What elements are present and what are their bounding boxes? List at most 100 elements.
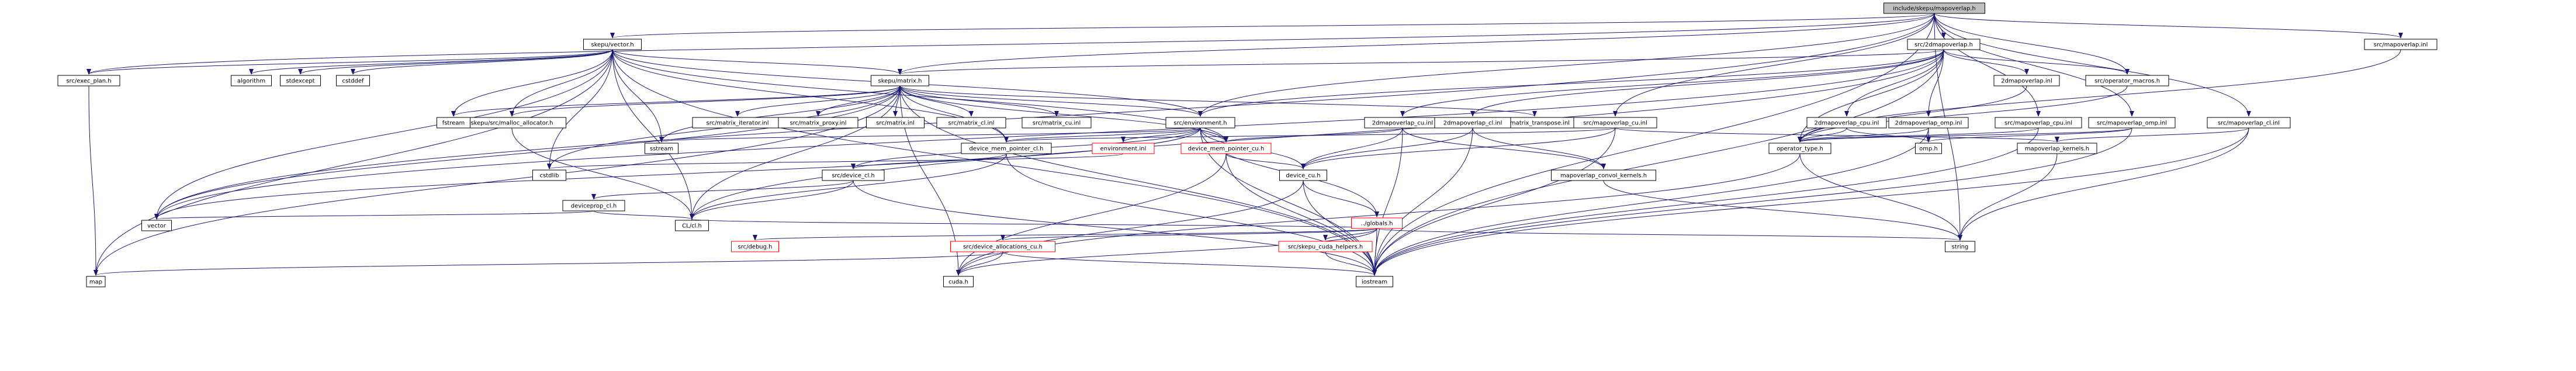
node-matrixinl[interactable]: src/matrix.inl [866,117,925,129]
edge-devallocs-to-cudah [956,251,1003,276]
node-d2cuinl[interactable]: 2dmapoverlap_cu.inl [1364,117,1441,129]
node-label: src/mapoverlap_cpu.inl [2004,120,2072,127]
edge-mallocalloc-to-clcl [511,127,694,220]
edge-mocpuinl-to-iostream [1372,127,2039,276]
node-root[interactable]: include/skepu/mapoverlap.h [1883,2,1985,14]
node-mocpuinl[interactable]: src/mapoverlap_cpu.inl [1995,117,2082,129]
node-mocuinl[interactable]: src/mapoverlap_cu.inl [1573,117,1657,129]
node-mallocalloc[interactable]: skepu/src/malloc_allocator.h [458,117,566,129]
edge-d2clinl-to-devicecu [1301,127,1473,169]
node-label: src/matrix_iterator.inl [707,120,769,127]
edge-devicepropcl-to-clcl [593,210,694,220]
node-srcdevicecl[interactable]: src/device_cl.h [822,169,885,181]
node-iostream[interactable]: iostream [1356,276,1393,287]
edge-skepumatrix-to-matrixtranspose [899,85,1537,117]
node-label: operator_type.h [1777,146,1823,152]
node-cstddef[interactable]: cstddef [336,75,370,86]
node-label: src/matrix_transpose.inl [1500,120,1570,127]
edge-root-to-mocpuinl [1934,13,2041,117]
edge-skepuvector-to-mallocalloc [510,49,613,117]
edge-devicepropcl-to-vector [155,210,594,220]
node-map[interactable]: map [86,276,106,287]
node-devmemptrcu[interactable]: device_mem_pointer_cu.h [1180,143,1272,154]
edge-devmemptrcl-to-iostream [1006,153,1377,276]
node-box [1806,117,1887,129]
node-s2dmapoverlap[interactable]: src/2dmapoverlap.h [1907,39,1981,50]
edge-root-to-execplan [86,13,1935,75]
edge-devmemptrcu-to-cudah [956,153,1227,276]
node-box [943,276,974,287]
node-skepuvector[interactable]: skepu/vector.h [583,39,642,50]
node-box [1993,75,2060,86]
node-sstream[interactable]: sstream [645,143,678,154]
node-fstream[interactable]: fstream [437,117,470,129]
node-label: environment.inl [1100,146,1147,152]
node-devmemptrcl[interactable]: device_mem_pointer_cl.h [961,143,1052,154]
node-label: map [89,279,102,286]
node-box [871,75,929,86]
node-cstdlib[interactable]: cstdlib [532,169,566,181]
node-string[interactable]: string [1945,241,1975,252]
node-devicecu[interactable]: device_cu.h [1279,169,1327,181]
node-matrixclinl[interactable]: src/matrix_cl.inl [936,117,1006,129]
node-execplan[interactable]: src/exec_plan.h [57,75,120,86]
node-cudah[interactable]: cuda.h [943,276,974,287]
edge-srcdevicecl-to-iostream [853,180,1377,276]
node-d2mapoverlapinl[interactable]: 2dmapoverlap.inl [1993,75,2060,86]
node-vector[interactable]: vector [141,220,172,231]
edge-root-to-mocuinl [1613,13,1935,117]
node-box [583,39,642,50]
node-box [778,117,858,129]
node-environmentinl[interactable]: environment.inl [1092,143,1155,154]
node-devallocs[interactable]: src/device_allocations_cu.h [950,241,1055,252]
edge-s2dmapoverlap-to-d2mapoverlapinl [1943,49,2029,75]
edge-devallocs-to-iostream [1002,251,1377,276]
node-srcdebug[interactable]: src/debug.h [731,241,779,252]
node-srcmapoverlapinl[interactable]: src/mapoverlap.inl [2364,39,2437,50]
node-d2clinl[interactable]: 2dmapoverlap_cl.inl [1434,117,1511,129]
node-clcl[interactable]: CL/cl.h [675,220,709,231]
edge-skepumatrix-to-vector [154,85,901,220]
edge-operatortype-to-string [1799,153,1962,241]
node-mokernels[interactable]: mapoverlap_kernels.h [2017,143,2097,154]
node-algorithm[interactable]: algorithm [231,75,272,86]
edge-d2cpuinl-to-omph [1846,127,1931,143]
node-box [86,276,106,287]
node-box [231,75,272,86]
node-globals[interactable]: ../globals.h [1351,217,1403,229]
edge-moompinl-to-iostream [1372,127,2132,276]
node-devicepropcl[interactable]: deviceprop_cl.h [562,200,625,211]
node-operatortype[interactable]: operator_type.h [1768,143,1831,154]
node-label: src/2dmapoverlap.h [1914,42,1973,48]
node-matrixcuinl[interactable]: src/matrix_cu.inl [1022,117,1092,129]
node-label: mapoverlap_convol_kernels.h [1560,173,1647,179]
edge-root-to-environment [1198,13,1935,117]
node-label: 2dmapoverlap_cl.inl [1443,120,1502,127]
node-matrixiterator[interactable]: src/matrix_iterator.inl [692,117,783,129]
node-skepumatrix[interactable]: skepu/matrix.h [871,75,929,86]
edge-globals-to-cudah [956,228,1377,276]
edge-mocpuinl-to-operatortype [1798,127,2039,143]
node-operatormacros[interactable]: src/operator_macros.h [2085,75,2169,86]
node-omph[interactable]: omp.h [1915,143,1942,154]
node-moclinl[interactable]: src/mapoverlap_cl.inl [2207,117,2291,129]
node-box [1180,143,1272,154]
edge-root-to-s2dmapoverlap [1934,13,1946,39]
node-stdexcept[interactable]: stdexcept [280,75,321,86]
node-d2cpuinl[interactable]: 2dmapoverlap_cpu.inl [1806,117,1887,129]
node-box [731,241,779,252]
node-box [1883,2,1985,14]
node-d2ompinl[interactable]: 2dmapoverlap_omp.inl [1888,117,1969,129]
node-environment[interactable]: src/environment.h [1165,117,1235,129]
node-label: 2dmapoverlap_cpu.inl [1815,120,1879,127]
node-moompinl[interactable]: src/mapoverlap_omp.inl [2088,117,2176,129]
node-cudahelpers[interactable]: src/skepu_cuda_helpers.h [1278,241,1373,252]
edge-devallocs-to-map [94,251,1003,276]
node-convolkernels[interactable]: mapoverlap_convol_kernels.h [1551,169,1656,181]
node-box [57,75,120,86]
edge-convolkernels-to-string [1603,180,1962,241]
edge-d2cuinl-to-convolkernels [1402,127,1606,169]
node-box [1551,169,1656,181]
node-matrixproxy[interactable]: src/matrix_proxy.inl [778,117,858,129]
edge-skepumatrix-to-matrixclinl [899,85,974,117]
